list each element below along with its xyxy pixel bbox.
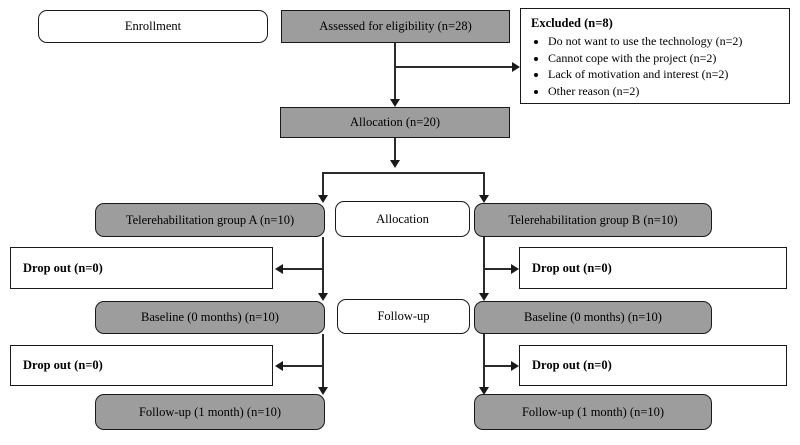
node-dropout-b1: Drop out (n=0) — [519, 247, 787, 289]
arrowhead-group-a-to-dropout — [275, 264, 283, 274]
node-followup-b: Follow-up (1 month) (n=10) — [474, 394, 712, 430]
arrowhead-baseline-a-to-followup — [318, 387, 328, 395]
connector-baseline-a-spine — [322, 334, 324, 389]
arrowhead-baseline-a-to-dropout — [275, 361, 283, 371]
stage-label-allocation: Allocation — [335, 201, 470, 237]
node-allocation-total: Allocation (n=20) — [280, 107, 510, 138]
stage-label-enrollment: Enrollment — [38, 10, 268, 43]
connector-group-b-spine — [483, 237, 485, 295]
arrowhead-split-left — [318, 195, 328, 203]
arrowhead-allocation-stem — [390, 160, 400, 168]
arrowhead-baseline-b-to-followup — [479, 387, 489, 395]
arrowhead-split-right — [479, 195, 489, 203]
connector-allocation-stem — [394, 138, 396, 162]
connector-split-left-drop — [322, 172, 324, 195]
node-baseline-b: Baseline (0 months) (n=10) — [474, 301, 712, 334]
arrowhead-assessed-to-allocation — [390, 99, 400, 107]
node-excluded: Excluded (n=8) Do not want to use the te… — [520, 8, 790, 104]
arrowhead-baseline-b-to-dropout — [511, 361, 519, 371]
excluded-reason-list: Do not want to use the technology (n=2) … — [531, 33, 781, 99]
connector-baseline-a-to-dropout — [283, 365, 323, 367]
excluded-title: Excluded (n=8) — [531, 16, 613, 30]
connector-assessed-to-excluded — [394, 66, 512, 68]
connector-split-right-drop — [483, 172, 485, 195]
excluded-reason-item: Other reason (n=2) — [548, 83, 781, 100]
node-assessed-for-eligibility: Assessed for eligibility (n=28) — [281, 10, 510, 43]
stage-label-followup: Follow-up — [337, 299, 470, 334]
excluded-reason-item: Cannot cope with the project (n=2) — [548, 50, 781, 67]
arrowhead-assessed-to-excluded — [512, 62, 520, 72]
arrowhead-group-b-to-baseline — [479, 293, 489, 301]
connector-group-b-to-dropout — [483, 268, 511, 270]
connector-group-a-to-dropout — [283, 268, 323, 270]
node-followup-a: Follow-up (1 month) (n=10) — [95, 394, 325, 430]
node-baseline-a: Baseline (0 months) (n=10) — [95, 301, 325, 334]
excluded-reason-item: Lack of motivation and interest (n=2) — [548, 66, 781, 83]
arrowhead-group-b-to-dropout — [511, 264, 519, 274]
excluded-reason-item: Do not want to use the technology (n=2) — [548, 33, 781, 50]
connector-assessed-to-allocation — [394, 43, 396, 99]
node-dropout-b2: Drop out (n=0) — [519, 345, 787, 386]
arrowhead-group-a-to-baseline — [318, 293, 328, 301]
connector-group-a-spine — [322, 237, 324, 295]
node-group-b: Telerehabilitation group B (n=10) — [474, 203, 712, 237]
node-group-a: Telerehabilitation group A (n=10) — [95, 203, 325, 237]
node-dropout-a1: Drop out (n=0) — [10, 247, 273, 289]
connector-baseline-b-spine — [483, 334, 485, 389]
connector-split-bar — [322, 172, 484, 174]
connector-baseline-b-to-dropout — [483, 365, 511, 367]
node-dropout-a2: Drop out (n=0) — [10, 345, 273, 386]
